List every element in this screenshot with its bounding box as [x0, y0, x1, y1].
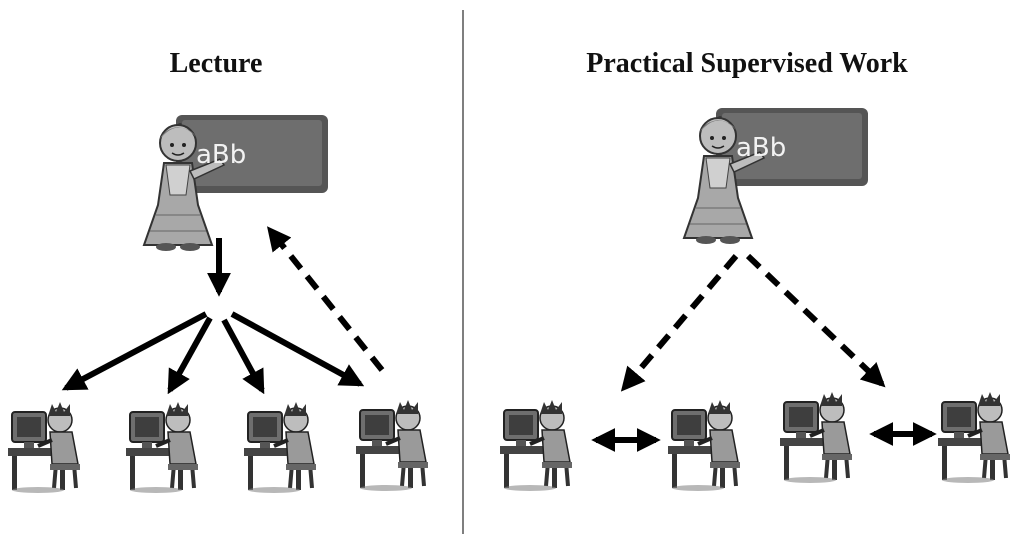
student-at-computer-icon	[778, 390, 854, 485]
student-at-computer-icon	[124, 400, 200, 495]
student-at-computer-icon	[6, 400, 82, 495]
practical-title: Practical Supervised Work	[586, 48, 908, 79]
teacher-at-chalkboard-icon	[142, 113, 330, 253]
lecture-title: Lecture	[170, 48, 263, 79]
lecture-arrow-to-student-4	[230, 311, 365, 387]
lecture-feedback-arrow	[267, 226, 385, 372]
teacher-at-chalkboard-icon	[682, 106, 870, 246]
lecture-arrow-to-student-2	[167, 316, 213, 395]
student-at-computer-icon	[936, 390, 1012, 485]
student-at-computer-icon	[498, 398, 574, 493]
lecture-arrow-to-student-3	[221, 318, 265, 395]
practical-board-text: aBb	[736, 133, 786, 163]
student-at-computer-icon	[666, 398, 742, 493]
practical-arrow-to-left-pair	[620, 254, 739, 392]
student-at-computer-icon	[354, 398, 430, 493]
lecture-board-text: aBb	[196, 140, 246, 170]
practical-arrow-to-right-pair	[745, 253, 886, 388]
student-at-computer-icon	[242, 400, 318, 495]
lecture-arrow-to-student-1	[61, 311, 208, 391]
